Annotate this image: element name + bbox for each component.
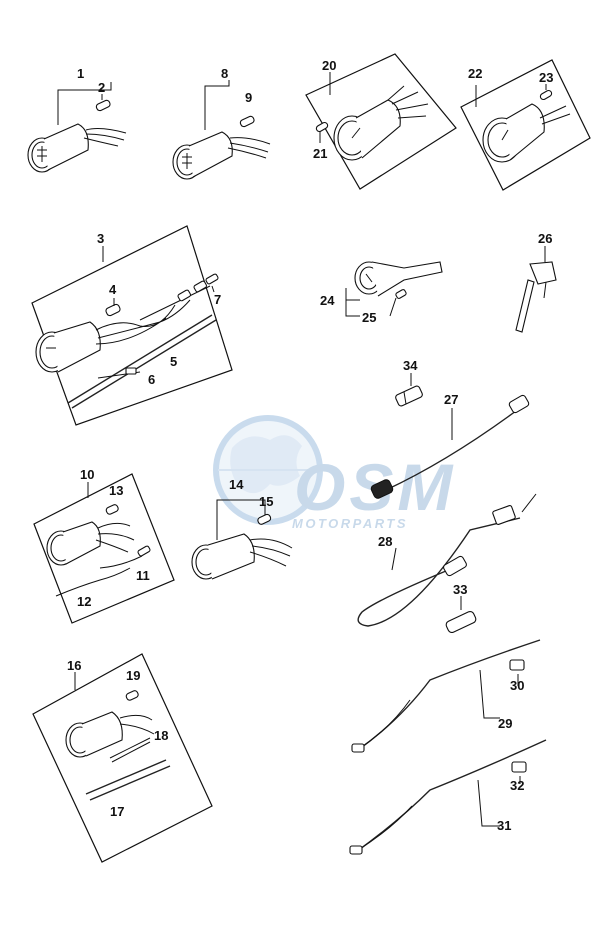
harness-part-11[interactable] <box>99 545 151 569</box>
part-label-12: 12 <box>77 594 91 609</box>
part-label-28: 28 <box>378 534 392 549</box>
part-label-3: 3 <box>97 231 104 246</box>
part-label-11: 11 <box>136 568 150 583</box>
part-label-15: 15 <box>259 494 273 509</box>
gauge-part-1[interactable] <box>27 82 127 173</box>
gauge-kit-box-10[interactable] <box>33 473 175 624</box>
part-label-10: 10 <box>80 467 94 482</box>
globe-icon <box>213 415 323 525</box>
watermark: OSM MOTORPARTS <box>213 415 452 531</box>
part-label-30: 30 <box>510 678 524 693</box>
gauge-part-14[interactable] <box>191 499 293 580</box>
gauge-kit-box-16[interactable] <box>32 653 213 863</box>
gauge-kit-box-22[interactable] <box>460 59 591 191</box>
tie-part-6[interactable] <box>97 367 141 379</box>
bulb-part-19[interactable] <box>125 690 139 701</box>
part-label-20: 20 <box>322 58 336 73</box>
part-label-26: 26 <box>538 231 552 246</box>
part-label-5: 5 <box>170 354 177 369</box>
connector-part-33[interactable] <box>445 596 477 634</box>
part-label-25: 25 <box>362 310 376 325</box>
part-label-21: 21 <box>313 146 327 161</box>
part-label-9: 9 <box>245 90 252 105</box>
connector-part-32[interactable] <box>511 761 527 784</box>
part-label-6: 6 <box>148 372 155 387</box>
bulb-part-23[interactable] <box>539 89 553 101</box>
part-label-27: 27 <box>444 392 458 407</box>
switch-part-24[interactable] <box>345 261 443 317</box>
part-label-7: 7 <box>214 292 221 307</box>
bulb-part-25[interactable] <box>389 289 407 317</box>
part-label-17: 17 <box>110 804 124 819</box>
wire-part-18[interactable] <box>109 737 151 763</box>
harness-part-31[interactable] <box>349 739 547 855</box>
part-label-8: 8 <box>221 66 228 81</box>
part-label-24: 24 <box>320 293 335 308</box>
part-label-13: 13 <box>109 483 123 498</box>
part-label-1: 1 <box>77 66 84 81</box>
part-label-18: 18 <box>154 728 168 743</box>
gauge-part-8[interactable] <box>172 80 271 180</box>
gauge-kit-box-3[interactable] <box>31 225 233 426</box>
bulb-part-21[interactable] <box>315 121 329 133</box>
part-label-32: 32 <box>510 778 524 793</box>
part-label-31: 31 <box>497 818 511 833</box>
watermark-subtitle: MOTORPARTS <box>292 516 408 531</box>
part-label-2: 2 <box>98 80 105 95</box>
part-label-29: 29 <box>498 716 512 731</box>
connector-part-7[interactable] <box>177 273 219 302</box>
bulb-part-9[interactable] <box>239 115 255 128</box>
part-label-19: 19 <box>126 668 140 683</box>
bulb-part-15[interactable] <box>257 513 272 525</box>
bulb-part-2[interactable] <box>95 99 111 112</box>
connector-part-34[interactable] <box>395 373 424 407</box>
part-label-14: 14 <box>229 477 244 492</box>
tube-part-5[interactable] <box>67 314 217 409</box>
harness-part-12[interactable] <box>55 567 131 597</box>
part-label-16: 16 <box>67 658 81 673</box>
bulb-part-4[interactable] <box>105 303 121 317</box>
part-label-4: 4 <box>109 282 117 297</box>
part-label-33: 33 <box>453 582 467 597</box>
part-label-22: 22 <box>468 66 482 81</box>
tube-part-17[interactable] <box>85 759 171 801</box>
connector-part-30[interactable] <box>509 659 525 686</box>
gauge-kit-box-20[interactable] <box>305 53 457 190</box>
cable-part-27[interactable] <box>370 394 530 499</box>
lever-part-26[interactable] <box>515 246 557 333</box>
cable-part-28[interactable] <box>357 493 537 627</box>
bulb-part-13[interactable] <box>105 504 119 515</box>
harness-part-29[interactable] <box>351 639 541 753</box>
part-label-23: 23 <box>539 70 553 85</box>
part-label-34: 34 <box>403 358 418 373</box>
